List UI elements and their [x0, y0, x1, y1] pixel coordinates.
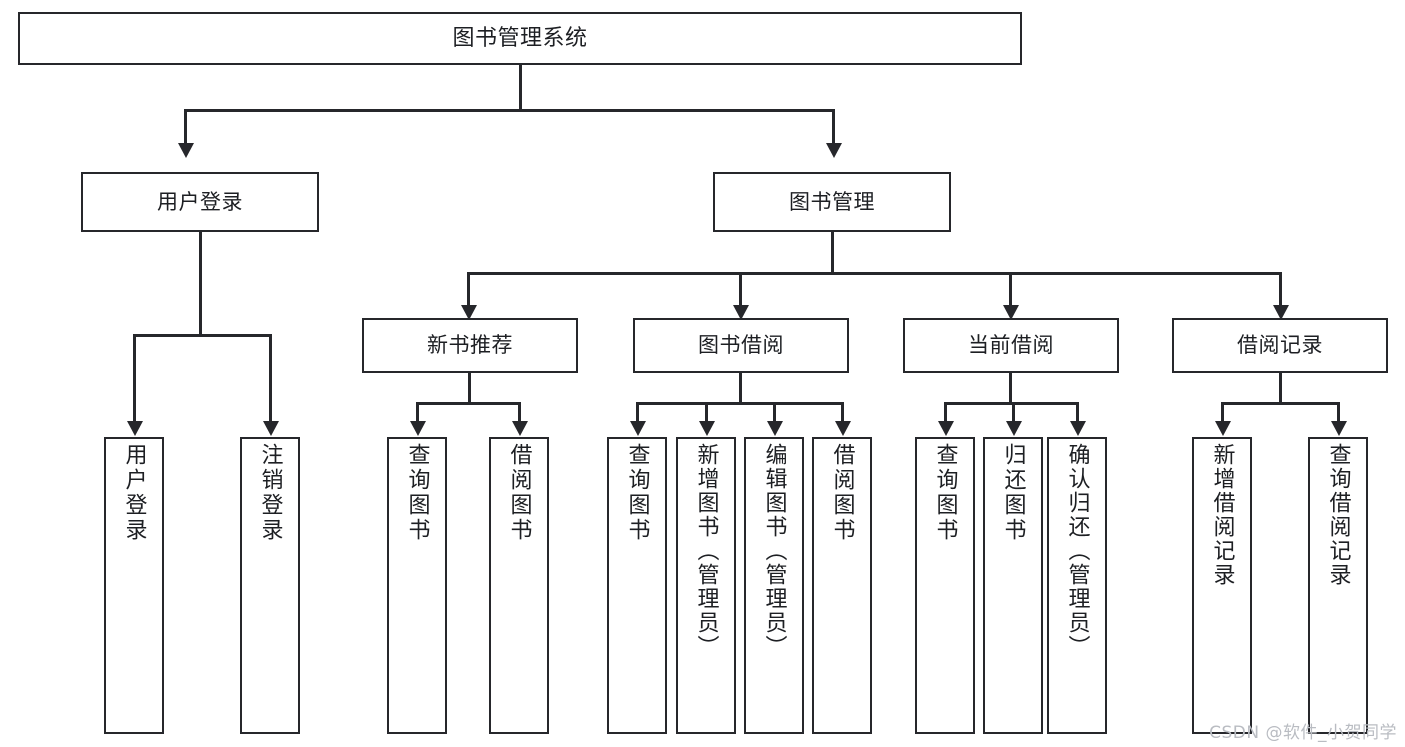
connector-book-mgmt-child-2 [739, 272, 742, 306]
leaf-book-borrow-borrow-book[interactable]: 借阅图书 [812, 437, 872, 734]
connector-current-borrow-stem [1009, 373, 1012, 404]
connector-borrow-record-stem [1279, 373, 1282, 404]
node-label: 用户登录 [121, 443, 147, 543]
arrow-new-book-child-2 [512, 421, 528, 436]
node-label: 借阅图书 [829, 443, 855, 543]
node-label: 新增图书（管理员） [693, 443, 719, 659]
leaf-current-borrow-query-book[interactable]: 查询图书 [915, 437, 975, 734]
leaf-user-login-logout[interactable]: 注销登录 [240, 437, 300, 734]
arrow-borrow-record-child-2 [1331, 421, 1347, 436]
node-label: 查询图书 [404, 443, 430, 543]
node-label: 借阅图书 [506, 443, 532, 543]
connector-book-borrow-child-3 [773, 402, 776, 422]
connector-root-to-user-login [184, 109, 187, 144]
connector-book-mgmt-stem [831, 232, 834, 274]
arrow-borrow-record-child-1 [1215, 421, 1231, 436]
arrow-book-borrow-child-2 [699, 421, 715, 436]
connector-root-to-book-mgmt [832, 109, 835, 144]
node-label: 确认归还（管理员） [1064, 443, 1090, 659]
arrow-user-login-child-2 [263, 421, 279, 436]
arrow-user-login-child-1 [127, 421, 143, 436]
node-new-book-recommend[interactable]: 新书推荐 [362, 318, 578, 373]
node-label: 用户登录 [157, 189, 243, 214]
arrow-current-borrow-child-1 [938, 421, 954, 436]
node-label: 查询图书 [624, 443, 650, 543]
connector-book-borrow-bar [636, 402, 843, 405]
leaf-borrow-record-query-record[interactable]: 查询借阅记录 [1308, 437, 1368, 734]
connector-current-borrow-bar [944, 402, 1078, 405]
node-label: 新书推荐 [427, 333, 513, 358]
watermark-text: CSDN @软件_小贺同学 [1209, 723, 1397, 743]
leaf-book-borrow-add-book-admin[interactable]: 新增图书（管理员） [676, 437, 736, 734]
connector-root-bar [184, 109, 835, 112]
connector-new-book-bar [416, 402, 520, 405]
connector-book-borrow-child-2 [705, 402, 708, 422]
node-label: 编辑图书（管理员） [761, 443, 787, 659]
leaf-borrow-record-add-record[interactable]: 新增借阅记录 [1192, 437, 1252, 734]
node-borrow-record[interactable]: 借阅记录 [1172, 318, 1388, 373]
connector-borrow-record-child-2 [1337, 402, 1340, 422]
connector-book-mgmt-child-3 [1009, 272, 1012, 306]
connector-book-mgmt-bar [467, 272, 1282, 275]
leaf-current-borrow-return-book[interactable]: 归还图书 [983, 437, 1043, 734]
node-book-management[interactable]: 图书管理 [713, 172, 951, 232]
arrow-root-to-book-mgmt [826, 143, 842, 158]
node-root-system[interactable]: 图书管理系统 [18, 12, 1022, 65]
leaf-current-borrow-confirm-return-admin[interactable]: 确认归还（管理员） [1047, 437, 1107, 734]
node-label: 图书借阅 [698, 333, 784, 358]
connector-borrow-record-child-1 [1221, 402, 1224, 422]
node-label: 归还图书 [1000, 443, 1026, 543]
node-label: 当前借阅 [968, 333, 1054, 358]
node-label: 注销登录 [257, 443, 283, 543]
node-label: 查询借阅记录 [1325, 443, 1351, 587]
arrow-book-mgmt-child-4 [1273, 305, 1289, 320]
arrow-current-borrow-child-2 [1006, 421, 1022, 436]
arrow-root-to-user-login [178, 143, 194, 158]
arrow-book-borrow-child-3 [767, 421, 783, 436]
arrow-book-mgmt-child-3 [1003, 305, 1019, 320]
node-label: 借阅记录 [1237, 333, 1323, 358]
node-label: 图书管理 [789, 189, 875, 214]
connector-book-borrow-stem [739, 373, 742, 404]
connector-new-book-stem [468, 373, 471, 404]
arrow-current-borrow-child-3 [1070, 421, 1086, 436]
connector-current-borrow-child-3 [1076, 402, 1079, 422]
connector-root-stem [519, 65, 522, 110]
node-current-borrow[interactable]: 当前借阅 [903, 318, 1119, 373]
leaf-user-login-login[interactable]: 用户登录 [104, 437, 164, 734]
connector-user-login-child-1 [133, 334, 136, 422]
connector-borrow-record-bar [1221, 402, 1339, 405]
connector-current-borrow-child-2 [1012, 402, 1015, 422]
arrow-book-borrow-child-4 [835, 421, 851, 436]
node-user-login[interactable]: 用户登录 [81, 172, 319, 232]
node-book-borrow[interactable]: 图书借阅 [633, 318, 849, 373]
node-label: 图书管理系统 [452, 25, 588, 51]
connector-current-borrow-child-1 [944, 402, 947, 422]
node-label: 查询图书 [932, 443, 958, 543]
connector-book-borrow-child-4 [841, 402, 844, 422]
arrow-book-mgmt-child-2 [733, 305, 749, 320]
connector-user-login-bar [133, 334, 272, 337]
leaf-book-borrow-query-book[interactable]: 查询图书 [607, 437, 667, 734]
leaf-new-book-query-book[interactable]: 查询图书 [387, 437, 447, 734]
connector-book-mgmt-child-4 [1279, 272, 1282, 306]
arrow-book-mgmt-child-1 [461, 305, 477, 320]
connector-user-login-child-2 [269, 334, 272, 422]
connector-book-borrow-child-1 [636, 402, 639, 422]
arrow-new-book-child-1 [410, 421, 426, 436]
node-label: 新增借阅记录 [1209, 443, 1235, 587]
leaf-new-book-borrow-book[interactable]: 借阅图书 [489, 437, 549, 734]
arrow-book-borrow-child-1 [630, 421, 646, 436]
connector-new-book-child-1 [416, 402, 419, 422]
leaf-book-borrow-edit-book-admin[interactable]: 编辑图书（管理员） [744, 437, 804, 734]
connector-user-login-stem [199, 232, 202, 336]
connector-book-mgmt-child-1 [467, 272, 470, 306]
connector-new-book-child-2 [518, 402, 521, 422]
